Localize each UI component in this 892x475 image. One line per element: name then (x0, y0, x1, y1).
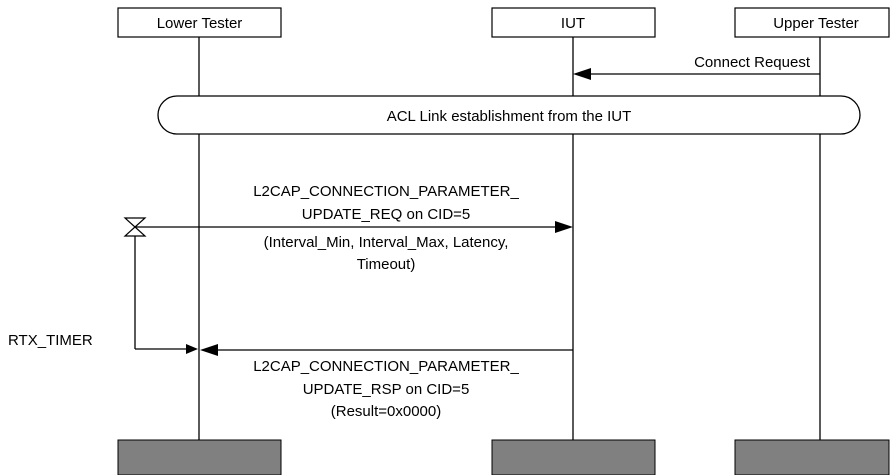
upper-tester-end-block (734, 439, 890, 475)
lower-tester-end-block (117, 439, 282, 475)
lower-tester-header-box (117, 7, 282, 38)
connect-request-label: Connect Request (694, 54, 811, 71)
iut-header-box (491, 7, 656, 38)
upper-tester-label: Upper Tester (773, 15, 859, 32)
rtx-timer-label: RTX_TIMER (8, 332, 93, 349)
update-req-line-2: UPDATE_REQ on CID=5 (302, 206, 471, 223)
upper-tester-header-box (734, 7, 890, 38)
rtx-timer-hourglass-icon (123, 217, 147, 237)
update-rsp-arrowhead (200, 344, 218, 356)
iut-label: IUT (561, 15, 585, 32)
update-req-line-1: L2CAP_CONNECTION_PARAMETER_ (253, 183, 519, 200)
update-rsp-line-1: L2CAP_CONNECTION_PARAMETER_ (253, 358, 519, 375)
update-req-arrowhead (555, 221, 573, 233)
update-req-line-4: Timeout) (357, 256, 416, 273)
update-req-line-3: (Interval_Min, Interval_Max, Latency, (264, 234, 509, 251)
acl-link-box (157, 95, 861, 135)
iut-end-block (491, 439, 656, 475)
update-rsp-line-2: UPDATE_RSP on CID=5 (303, 381, 470, 398)
connect-request-arrowhead (573, 68, 591, 80)
acl-link-label: ACL Link establishment from the IUT (387, 108, 632, 125)
update-rsp-line-3: (Result=0x0000) (331, 403, 441, 420)
rtx-timer-arrowhead (186, 344, 198, 354)
lower-tester-label: Lower Tester (157, 15, 243, 32)
